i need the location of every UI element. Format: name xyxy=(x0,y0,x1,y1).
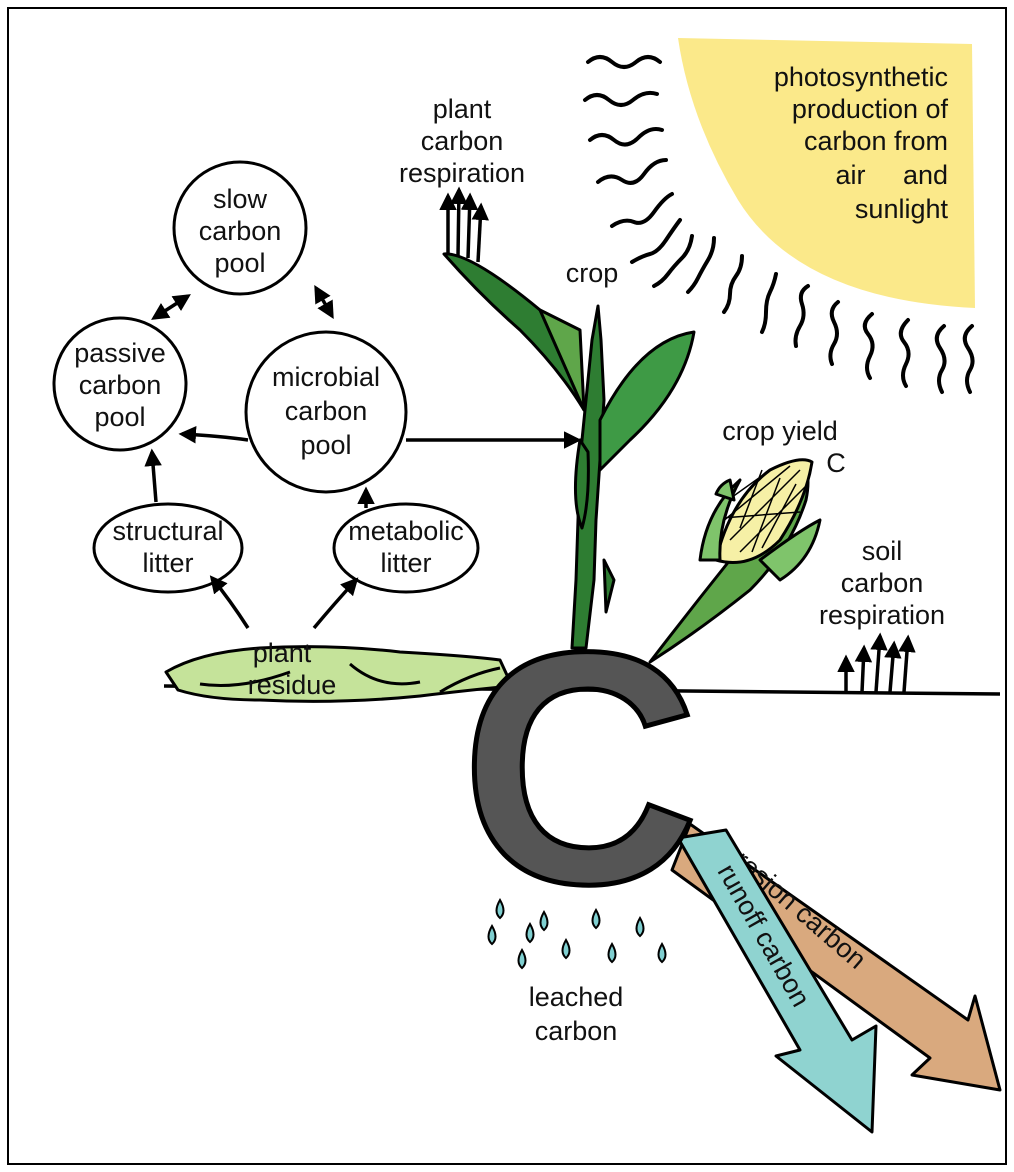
corn-leaf xyxy=(575,440,588,528)
microbial-pool-line-3: pool xyxy=(300,430,351,460)
metabolic-litter-line-1: metabolic xyxy=(348,516,464,546)
crop-yield-line-2: C xyxy=(826,448,846,478)
structural-litter-line-1: structural xyxy=(112,516,223,546)
plant-residue-line-2: residue xyxy=(248,670,337,700)
slow-pool-line-3: pool xyxy=(214,248,265,278)
droplet xyxy=(489,926,496,944)
respiration-arrow xyxy=(458,190,459,256)
slow-pool-line-1: slow xyxy=(213,184,268,214)
passive-pool-line-2: carbon xyxy=(79,370,162,400)
droplet xyxy=(593,910,600,928)
slow-pool-line-2: carbon xyxy=(199,216,282,246)
droplet xyxy=(563,940,570,958)
soil-arrow xyxy=(862,648,864,692)
respiration-arrow xyxy=(468,196,470,258)
plant-residue-line-1: plant xyxy=(253,638,312,668)
droplet xyxy=(637,918,644,936)
microbial-pool-line-2: carbon xyxy=(285,396,368,426)
sun-label-line-5: sunlight xyxy=(855,194,949,224)
big-carbon-letter: C xyxy=(461,583,699,952)
microbial-pool-line-1: microbial xyxy=(272,362,380,392)
sun-label-line-1: photosynthetic xyxy=(774,62,948,92)
plant-respiration-line-1: plant xyxy=(433,94,492,124)
metabolic-litter-line-2: litter xyxy=(380,548,431,578)
droplet xyxy=(609,944,616,962)
passive-pool-line-1: passive xyxy=(74,338,166,368)
droplet xyxy=(497,900,504,918)
plant-respiration-line-2: carbon xyxy=(421,126,504,156)
plant-respiration-line-3: respiration xyxy=(399,158,525,188)
passive-pool-line-3: pool xyxy=(94,402,145,432)
sun-label-line-3: carbon from xyxy=(804,126,948,156)
leached-line-1: leached xyxy=(529,982,624,1012)
structural-litter-line-2: litter xyxy=(142,548,193,578)
crop-yield-line-1: crop yield xyxy=(722,416,838,446)
sun-label-line-2: production of xyxy=(792,94,949,124)
droplet xyxy=(519,950,526,968)
droplet xyxy=(527,924,534,942)
droplet xyxy=(659,944,666,962)
soil-respiration-line-2: carbon xyxy=(841,568,924,598)
soil-respiration-line-1: soil xyxy=(862,536,903,566)
droplet xyxy=(541,912,548,930)
soil-respiration-line-3: respiration xyxy=(819,600,945,630)
crop-label: crop xyxy=(566,258,619,288)
leached-line-2: carbon xyxy=(535,1016,618,1046)
sun-label-line-4: air and xyxy=(835,160,948,190)
